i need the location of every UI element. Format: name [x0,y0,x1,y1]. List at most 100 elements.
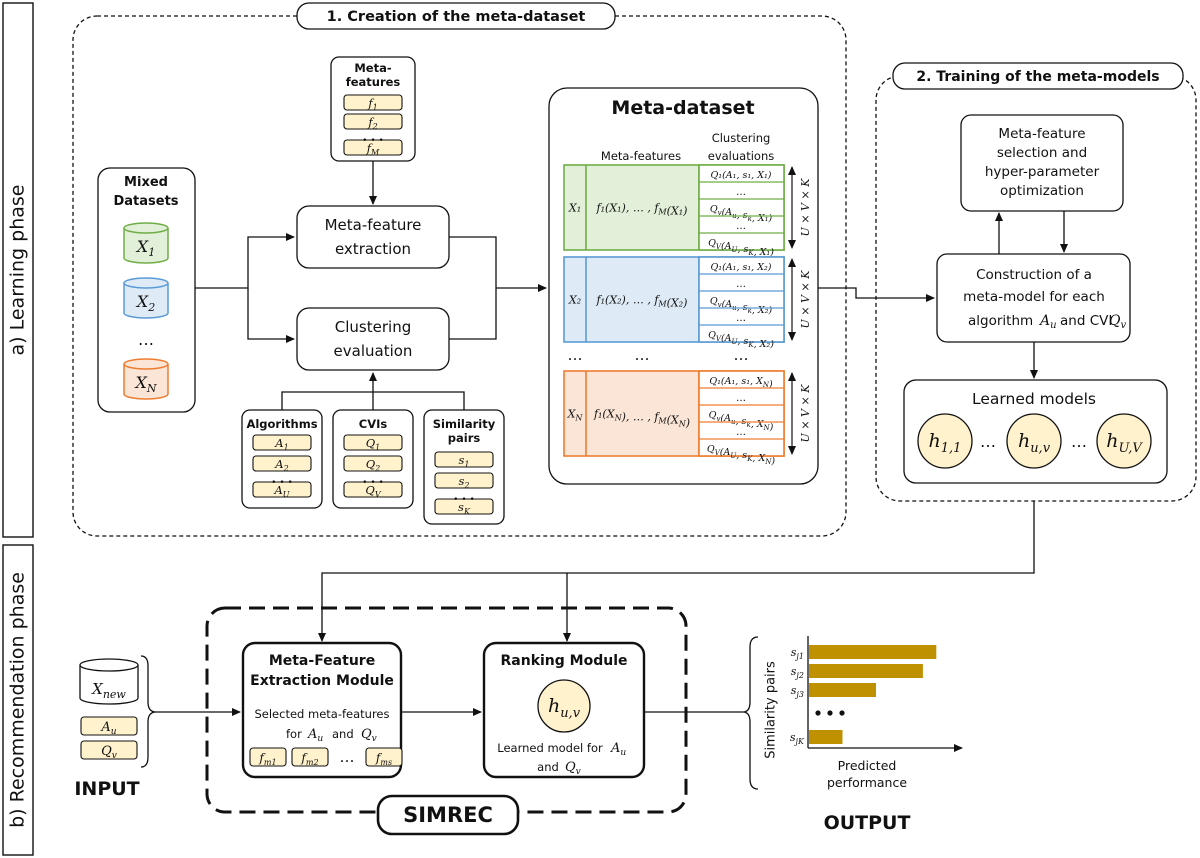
meta-dataset-row-features: f₁(X₂), … , fM(X₂) [596,294,688,310]
meta-dataset-title: Meta-dataset [611,97,754,119]
algorithms-title: Algorithms [246,417,317,431]
mfe-desc-2a: for [286,727,302,741]
input-brace [140,655,157,768]
input-a-chip [80,716,138,736]
similarity-chip-1 [434,451,494,468]
recommendation-phase-label: b) Recommendation phase [7,572,29,828]
ranking-desc-1: Learned model for [497,741,603,755]
learned-model-label-3: hU,V [1106,430,1143,456]
learned-model-label-1: h1,1 [929,430,962,456]
dataset-label-2: X2 [135,292,155,314]
creation-section [72,15,847,537]
meta-dataset-eval-5: QV(AU, sK, X₁) [708,238,774,258]
meta-dataset-row-x: XN [567,408,584,423]
mixed-datasets-title-2: Datasets [113,194,178,209]
dataset-cylinder-1: X1 [123,222,169,264]
selection-line-2: selection and [997,145,1087,161]
meta-dataset-gap: ……… [568,346,749,364]
dataset-cylinder-top [123,358,169,370]
meta-feature-ellipsis: • • • [362,136,384,146]
output-xlabel-1: Predicted [838,758,897,773]
chart-bar-2 [809,664,923,678]
simrec-label-box [376,794,520,836]
training-section-title-box [892,62,1184,90]
cvi-chip-1 [343,434,403,451]
meta-feature-chip-3 [343,139,403,156]
algorithm-chip-3 [252,481,312,498]
similarity-chip-label-3: sK [458,500,471,516]
simrec-label: SIMREC [403,803,493,827]
algorithm-chip-label-2: A2 [274,457,288,473]
meta-dataset-gap-2: … [635,346,650,364]
chart-ellipsis-dot-1 [815,710,821,716]
mfe-chip-ellipsis: … [340,748,355,766]
mfe-desc-2b: and [332,727,354,741]
dataset-cylinder-top [123,222,169,234]
mfe-module-box [241,641,403,779]
meta-features-title-1: Meta- [354,61,392,75]
meta-feature-chip-label-1: f1 [367,96,377,112]
cvi-chip-label-3: QV [365,483,381,499]
meta-dataset-eval-5: QV(AU, sK, X₂) [708,330,774,350]
chart-bar-3 [809,683,876,697]
meta-dataset-gap-3: … [734,346,749,364]
meta-dataset-row-features: f₁(XN), … , fM(XN) [593,408,690,430]
algorithm-chip-label-3: AU [273,483,289,499]
mfe-chip-3 [365,747,403,767]
meta-dataset-eval-ellipsis: … [736,221,746,232]
ranking-desc-2: and [537,760,559,774]
learning-phase-bar: a) Learning phase [2,2,34,538]
creation-section-title: 1. Creation of the meta-dataset [327,9,586,25]
algorithm-chip-label-1: A1 [274,436,288,452]
cvi-chip-label-2: Q2 [366,457,381,473]
cvi-chip-2 [343,455,403,472]
meta-feature-chip-label-3: fM [366,141,380,157]
clustering-line-2: evaluation [334,342,413,360]
meta-dataset-eval-1: Q₁(A₁, s₁, X₁) [710,170,771,181]
meta-feature-chip-label-2: f2 [367,115,377,131]
extraction-line-2: extraction [335,240,411,258]
chart-tick-label-3: sj3 [791,684,804,699]
training-section-title: 2. Training of the meta-models [916,69,1159,85]
meta-dataset-row-x: X₁ [568,202,581,215]
algorithm-chip-2 [252,455,312,472]
meta-dataset-eval-cell [698,256,785,343]
meta-dataset-eval-ellipsis: … [736,279,746,290]
chart-bar-1 [809,645,937,659]
meta-dataset-col-eval-1: Clustering [712,131,771,145]
learning-phase-label: a) Learning phase [7,185,29,356]
mfe-chip-2 [291,747,329,767]
mixed-datasets-title-1: Mixed [124,175,168,190]
similarity-chip-2 [434,472,494,489]
input-label: INPUT [74,778,139,800]
algorithm-chip-1 [252,434,312,451]
chart-ellipsis-dot-3 [839,710,845,716]
selection-box [960,114,1124,212]
output-brace [742,636,759,790]
dataset-cylinder-body [123,283,169,319]
dataset-cylinder-top [123,277,169,289]
selection-line-4: optimization [1000,183,1084,199]
learned-model-circle-3 [1096,413,1152,469]
ranking-model-circle [537,679,591,733]
training-connectors [995,211,1068,379]
selection-line-1: Meta-feature [998,126,1085,142]
dataset-cylinder-2: X2 [123,277,169,319]
meta-dataset-eval-1: Q₁(A₁, s₁, X₂) [710,262,771,273]
mfe-chip-label-1: fm1 [258,751,276,767]
chart-tick-label-1: sj1 [791,646,804,661]
dataset-label-1: X1 [135,237,155,259]
construction-line-3a: algorithm [968,313,1033,329]
cvi-chip-3 [343,481,403,498]
meta-dataset-row-features: f₁(X₁), … , fM(X₁) [596,202,688,218]
chart-tick-label-4: sjK [790,731,805,746]
